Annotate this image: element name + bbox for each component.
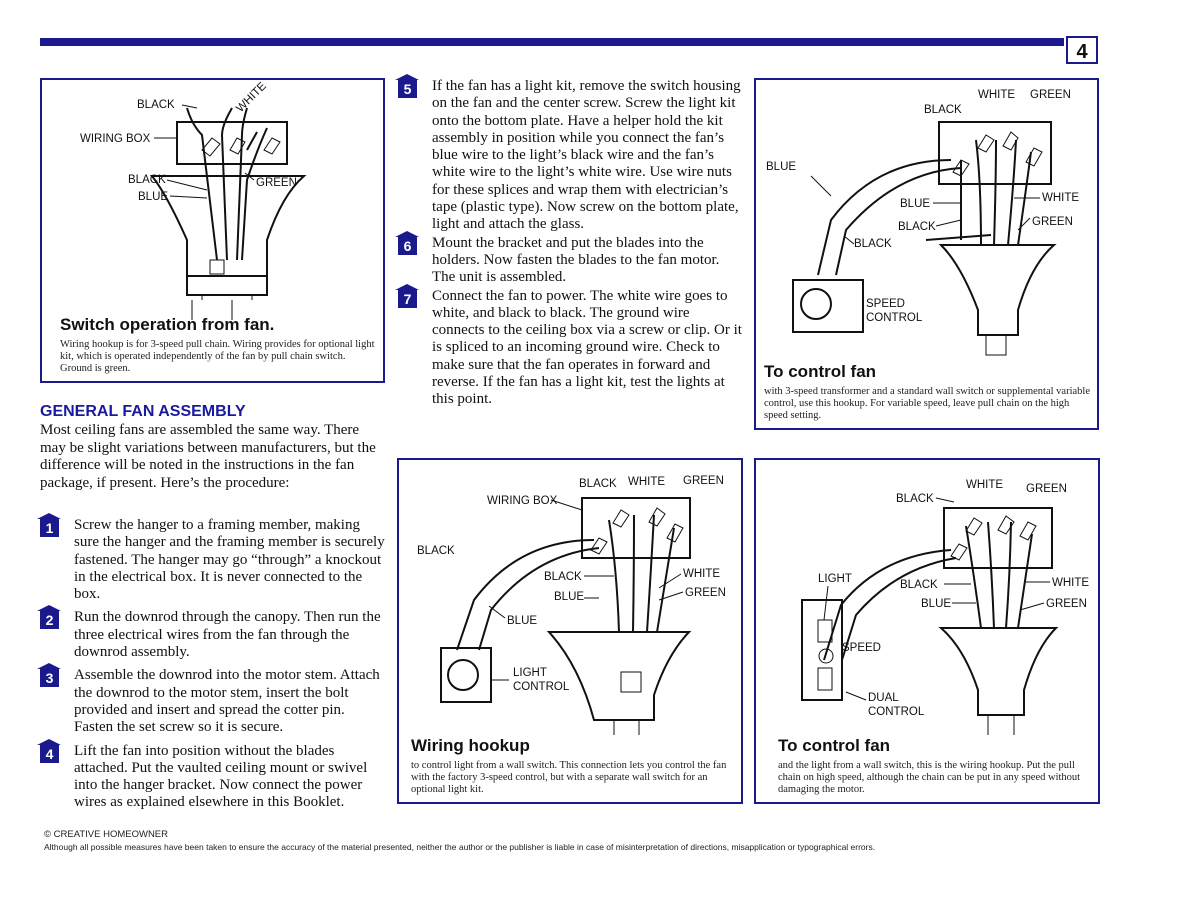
- label-black-left: BLACK: [417, 545, 455, 557]
- label-blue: BLUE: [921, 598, 951, 610]
- diagram-control-fan-1: WHITE GREEN BLACK BLUE BLUE WHITE BLACK …: [754, 78, 1099, 430]
- diagram-control-fan-2: WHITE GREEN BLACK LIGHT BLACK WHITE BLUE…: [754, 458, 1100, 804]
- caption-title: To control fan: [764, 362, 877, 381]
- wiring-illustration-2: WHITE GREEN BLACK BLUE BLUE WHITE BLACK …: [766, 89, 1079, 356]
- label-white-2: WHITE: [1042, 192, 1079, 204]
- label-green-2: GREEN: [1032, 216, 1073, 228]
- label-wiring-box: WIRING BOX: [487, 495, 558, 507]
- step-text: Connect the fan to power. The white wire…: [432, 287, 742, 408]
- caption-title: Wiring hookup: [411, 736, 530, 755]
- label-blue-2: BLUE: [900, 198, 930, 210]
- label-wiring-box: WIRING BOX: [80, 133, 151, 145]
- step-number-badge: 2: [37, 605, 61, 630]
- step-text: Run the downrod through the canopy. Then…: [74, 609, 381, 661]
- label-green: GREEN: [1026, 483, 1067, 495]
- section-intro: Most ceiling fans are assembled the same…: [40, 422, 376, 491]
- label-black-2: BLACK: [544, 571, 582, 583]
- label-control: CONTROL: [868, 706, 925, 718]
- label-black-2: BLACK: [128, 174, 166, 186]
- wiring-illustration-1: BLACK WHITE WIRING BOX BLACK BLUE GREEN: [80, 80, 307, 320]
- step-text: Mount the bracket and put the blades int…: [432, 234, 720, 286]
- caption-text: Wiring hookup is for 3-speed pull chain.…: [60, 339, 375, 374]
- step-1: 1 Screw the hanger to a framing member, …: [37, 513, 385, 603]
- label-green-2: GREEN: [1046, 598, 1087, 610]
- label-blue-2: BLUE: [507, 615, 537, 627]
- label-black: BLACK: [137, 99, 175, 111]
- step-text: Lift the fan into position without the b…: [74, 742, 368, 811]
- footer-disclaimer: Although all possible measures have been…: [44, 842, 876, 852]
- step-text: If the fan has a light kit, remove the s…: [432, 78, 741, 233]
- step-text: Assemble the downrod into the motor stem…: [74, 667, 380, 736]
- page-number: 4: [1066, 36, 1098, 64]
- caption-text: and the light from a wall switch, this i…: [778, 760, 1081, 795]
- label-black: BLACK: [924, 104, 962, 116]
- label-black-3: BLACK: [854, 238, 892, 250]
- step-6: 6 Mount the bracket and put the blades i…: [395, 230, 743, 287]
- diagram-switch-operation: BLACK WHITE WIRING BOX BLACK BLUE GREEN …: [40, 78, 385, 383]
- label-control: CONTROL: [866, 312, 923, 324]
- diagram-wiring-hookup: BLACK WHITE GREEN WIRING BOX BLACK BLACK…: [397, 458, 743, 804]
- step-number-badge: 7: [395, 283, 419, 308]
- label-black: BLACK: [896, 493, 934, 505]
- footer-copyright: © CREATIVE HOMEOWNER: [44, 829, 168, 840]
- wiring-illustration-3: BLACK WHITE GREEN WIRING BOX BLACK BLACK…: [417, 475, 726, 735]
- wiring-illustration-4: WHITE GREEN BLACK LIGHT BLACK WHITE BLUE…: [801, 479, 1089, 735]
- top-rule: [40, 38, 1064, 46]
- label-black: BLACK: [579, 478, 617, 490]
- label-black-2: BLACK: [898, 221, 936, 233]
- step-text: Screw the hanger to a framing member, ma…: [74, 517, 385, 603]
- label-black-2: BLACK: [900, 579, 938, 591]
- caption-text: to control light from a wall switch. Thi…: [411, 760, 727, 795]
- label-control: CONTROL: [513, 681, 570, 693]
- label-green: GREEN: [683, 475, 724, 487]
- steps-left: 1 Screw the hanger to a framing member, …: [37, 513, 385, 812]
- label-blue: BLUE: [554, 591, 584, 603]
- caption-title: To control fan: [778, 736, 891, 755]
- step-number-badge: 6: [395, 230, 419, 255]
- label-green: GREEN: [1030, 89, 1071, 101]
- label-dual: DUAL: [868, 692, 899, 704]
- step-5: 5 If the fan has a light kit, remove the…: [395, 74, 743, 234]
- step-number-badge: 5: [395, 74, 419, 98]
- label-green-2: GREEN: [685, 587, 726, 599]
- label-white: WHITE: [966, 479, 1003, 491]
- label-white: WHITE: [234, 80, 269, 115]
- section-heading: GENERAL FAN ASSEMBLY: [40, 403, 246, 420]
- label-blue: BLUE: [138, 191, 168, 203]
- step-2: 2 Run the downrod through the canopy. Th…: [37, 605, 385, 661]
- step-number-badge: 4: [37, 738, 61, 763]
- label-speed: SPEED: [866, 298, 905, 310]
- label-white: WHITE: [978, 89, 1015, 101]
- step-4: 4 Lift the fan into position without the…: [37, 738, 385, 812]
- label-blue: BLUE: [766, 161, 796, 173]
- step-3: 3 Assemble the downrod into the motor st…: [37, 663, 385, 736]
- label-green: GREEN: [256, 177, 297, 189]
- step-number-badge: 1: [37, 513, 61, 537]
- caption-title: Switch operation from fan.: [60, 315, 275, 334]
- caption-text: with 3-speed transformer and a standard …: [764, 386, 1090, 421]
- label-light: LIGHT: [513, 667, 547, 679]
- step-7: 7 Connect the fan to power. The white wi…: [395, 283, 743, 409]
- label-white: WHITE: [628, 476, 665, 488]
- steps-right: 5 If the fan has a light kit, remove the…: [395, 74, 743, 409]
- label-light: LIGHT: [818, 573, 852, 585]
- label-white-2: WHITE: [1052, 577, 1089, 589]
- label-speed: SPEED: [842, 642, 881, 654]
- step-number-badge: 3: [37, 663, 61, 688]
- label-white-2: WHITE: [683, 568, 720, 580]
